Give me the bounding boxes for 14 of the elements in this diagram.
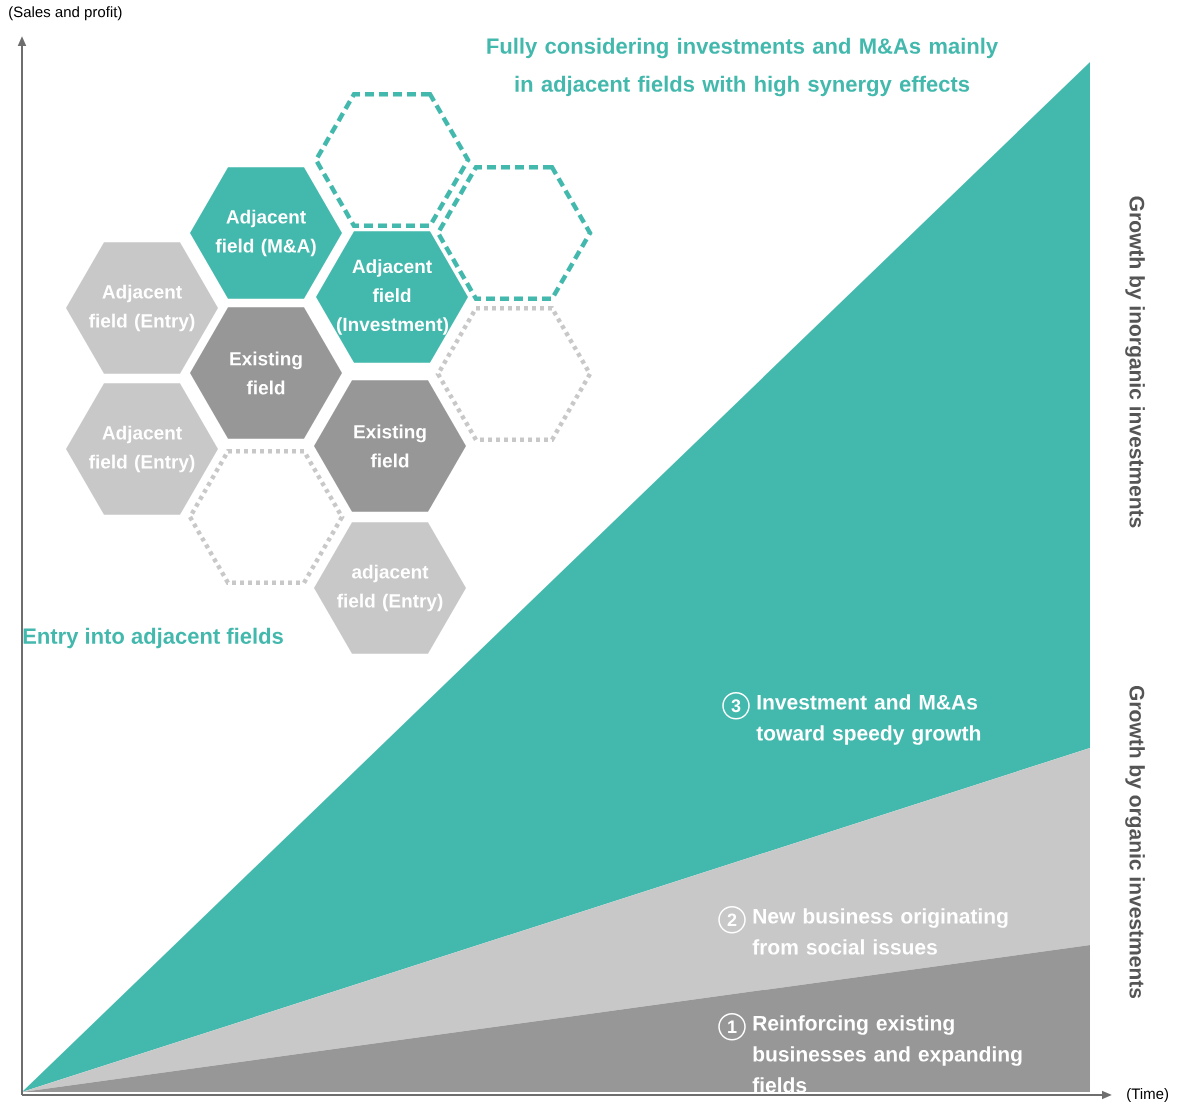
hexagon-cell: Existing field xyxy=(314,380,466,512)
hexagon-cell: Adjacent field (M&A) xyxy=(190,167,342,299)
circled-number: 1 xyxy=(718,1013,746,1041)
section-label: Entry into adjacent fields xyxy=(23,627,283,649)
axis-label: (Sales and profit) xyxy=(9,6,122,21)
node-label: 3 xyxy=(731,699,741,713)
empty-hexagon xyxy=(313,91,471,229)
side-label: Growth by organic investments xyxy=(1125,685,1145,999)
circled-number: 3 xyxy=(722,692,750,720)
node-label: 1 xyxy=(728,1020,737,1033)
side-label: Growth by inorganic investments xyxy=(1125,196,1145,528)
axis-label: (Time) xyxy=(1127,1088,1169,1102)
empty-hexagon xyxy=(435,164,593,302)
hexagon-cell: Adjacent field (Investment) xyxy=(316,231,468,363)
